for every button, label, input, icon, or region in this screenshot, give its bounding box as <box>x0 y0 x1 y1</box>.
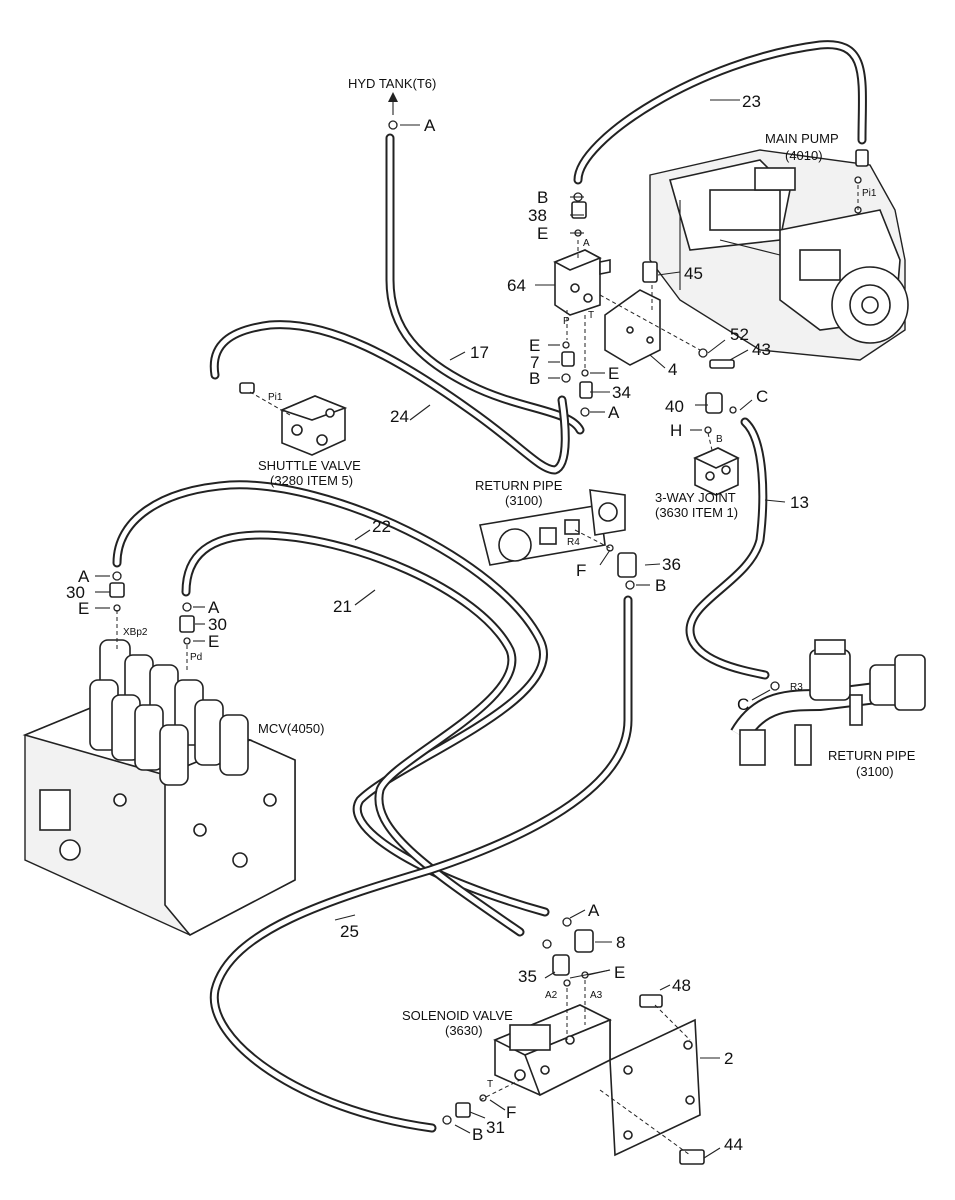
tank-arrow <box>388 92 398 115</box>
conn-b-4: B <box>472 1125 483 1144</box>
callout-36: 36 <box>662 555 681 574</box>
main-pump <box>649 149 909 361</box>
port-t: T <box>588 310 594 321</box>
hoses <box>112 40 867 1133</box>
conn-e-5: E <box>208 632 219 651</box>
assembly-lines <box>116 185 859 1156</box>
conn-a-1: A <box>424 116 436 135</box>
label-return-pipe-2-code: (3100) <box>856 764 894 779</box>
conn-a-4: A <box>208 598 220 617</box>
port-a3: A3 <box>590 990 603 1001</box>
connection-letters: A B E E B E A C H A E A E F B C A E F B <box>78 116 768 1144</box>
shuttle-valve-body <box>279 395 348 456</box>
callout-4: 4 <box>668 360 677 379</box>
label-return-pipe-1: RETURN PIPE <box>475 478 563 493</box>
return-pipe-1 <box>479 489 626 566</box>
port-pd: Pd <box>190 652 202 663</box>
port-a: A <box>583 238 590 249</box>
conn-c-1: C <box>756 387 768 406</box>
callout-21: 21 <box>333 597 352 616</box>
callout-2: 2 <box>724 1049 733 1068</box>
callout-8: 8 <box>616 933 625 952</box>
label-main-pump: MAIN PUMP <box>765 131 839 146</box>
fittings <box>109 149 869 1165</box>
callout-13: 13 <box>790 493 809 512</box>
port-pi1-pump: Pi1 <box>862 188 877 199</box>
callout-24: 24 <box>390 407 409 426</box>
port-b: B <box>716 434 723 445</box>
callout-25: 25 <box>340 922 359 941</box>
callout-7: 7 <box>530 353 539 372</box>
component-labels: HYD TANK(T6) MAIN PUMP (4010) SHUTTLE VA… <box>258 76 916 1038</box>
callout-23: 23 <box>742 92 761 111</box>
callout-40: 40 <box>665 397 684 416</box>
part-number-callouts: 23 38 64 45 52 43 4 7 34 17 24 40 13 22 … <box>66 92 809 1154</box>
port-pi1-shuttle: Pi1 <box>268 392 283 403</box>
callout-30-a: 30 <box>66 583 85 602</box>
conn-e-1: E <box>537 224 548 243</box>
conn-e-2: E <box>529 336 540 355</box>
conn-b-1: B <box>537 188 548 207</box>
label-main-pump-code: (4010) <box>785 148 823 163</box>
callout-34: 34 <box>612 383 631 402</box>
o-rings <box>112 120 862 1125</box>
label-three-way-joint-code: (3630 ITEM 1) <box>655 505 738 520</box>
conn-f-1: F <box>576 561 586 580</box>
leader-lines <box>95 99 786 1159</box>
conn-e-6: E <box>614 963 625 982</box>
three-way-joint <box>693 447 740 496</box>
callout-48: 48 <box>672 976 691 995</box>
callout-31: 31 <box>486 1118 505 1137</box>
label-mcv: MCV(4050) <box>258 721 324 736</box>
conn-e-4: E <box>78 599 89 618</box>
label-hyd-tank: HYD TANK(T6) <box>348 76 436 91</box>
conn-f-2: F <box>506 1103 516 1122</box>
port-r3: R3 <box>790 682 803 693</box>
hose-17 <box>385 133 585 435</box>
label-shuttle-valve-code: (3280 ITEM 5) <box>270 473 353 488</box>
conn-a-2: A <box>608 403 620 422</box>
mcv-4050 <box>22 639 296 937</box>
callout-22: 22 <box>372 517 391 536</box>
callout-64: 64 <box>507 276 526 295</box>
callout-30-b: 30 <box>208 615 227 634</box>
port-labels: Pi1 Pi1 A P T B R4 R3 XBp2 Pd A2 A3 T <box>123 188 877 1090</box>
label-solenoid-valve-code: (3630) <box>445 1023 483 1038</box>
conn-b-2: B <box>529 369 540 388</box>
port-r4: R4 <box>567 537 580 548</box>
conn-b-3: B <box>655 576 666 595</box>
label-solenoid-valve: SOLENOID VALVE <box>402 1008 513 1023</box>
plate-2 <box>609 1018 701 1157</box>
label-shuttle-valve: SHUTTLE VALVE <box>258 458 361 473</box>
port-a2: A2 <box>545 990 558 1001</box>
return-pipe-2 <box>730 639 926 766</box>
conn-a-3: A <box>78 567 90 586</box>
solenoid-valve-3630 <box>493 1004 612 1097</box>
conn-e-3: E <box>608 364 619 383</box>
port-xbp2: XBp2 <box>123 627 148 638</box>
bracket-4 <box>604 289 661 366</box>
callout-45: 45 <box>684 264 703 283</box>
conn-a-5: A <box>588 901 600 920</box>
label-return-pipe-2: RETURN PIPE <box>828 748 916 763</box>
callout-38: 38 <box>528 206 547 225</box>
label-return-pipe-1-code: (3100) <box>505 493 543 508</box>
callout-35: 35 <box>518 967 537 986</box>
callout-44: 44 <box>724 1135 743 1154</box>
port-p: P <box>563 316 570 327</box>
callout-52: 52 <box>730 325 749 344</box>
conn-c-2: C <box>737 695 749 714</box>
label-three-way-joint: 3-WAY JOINT <box>655 490 736 505</box>
valve-block-64 <box>553 249 611 316</box>
port-t-sol: T <box>487 1079 493 1090</box>
conn-h-1: H <box>670 421 682 440</box>
callout-17: 17 <box>470 343 489 362</box>
callout-43: 43 <box>752 340 771 359</box>
